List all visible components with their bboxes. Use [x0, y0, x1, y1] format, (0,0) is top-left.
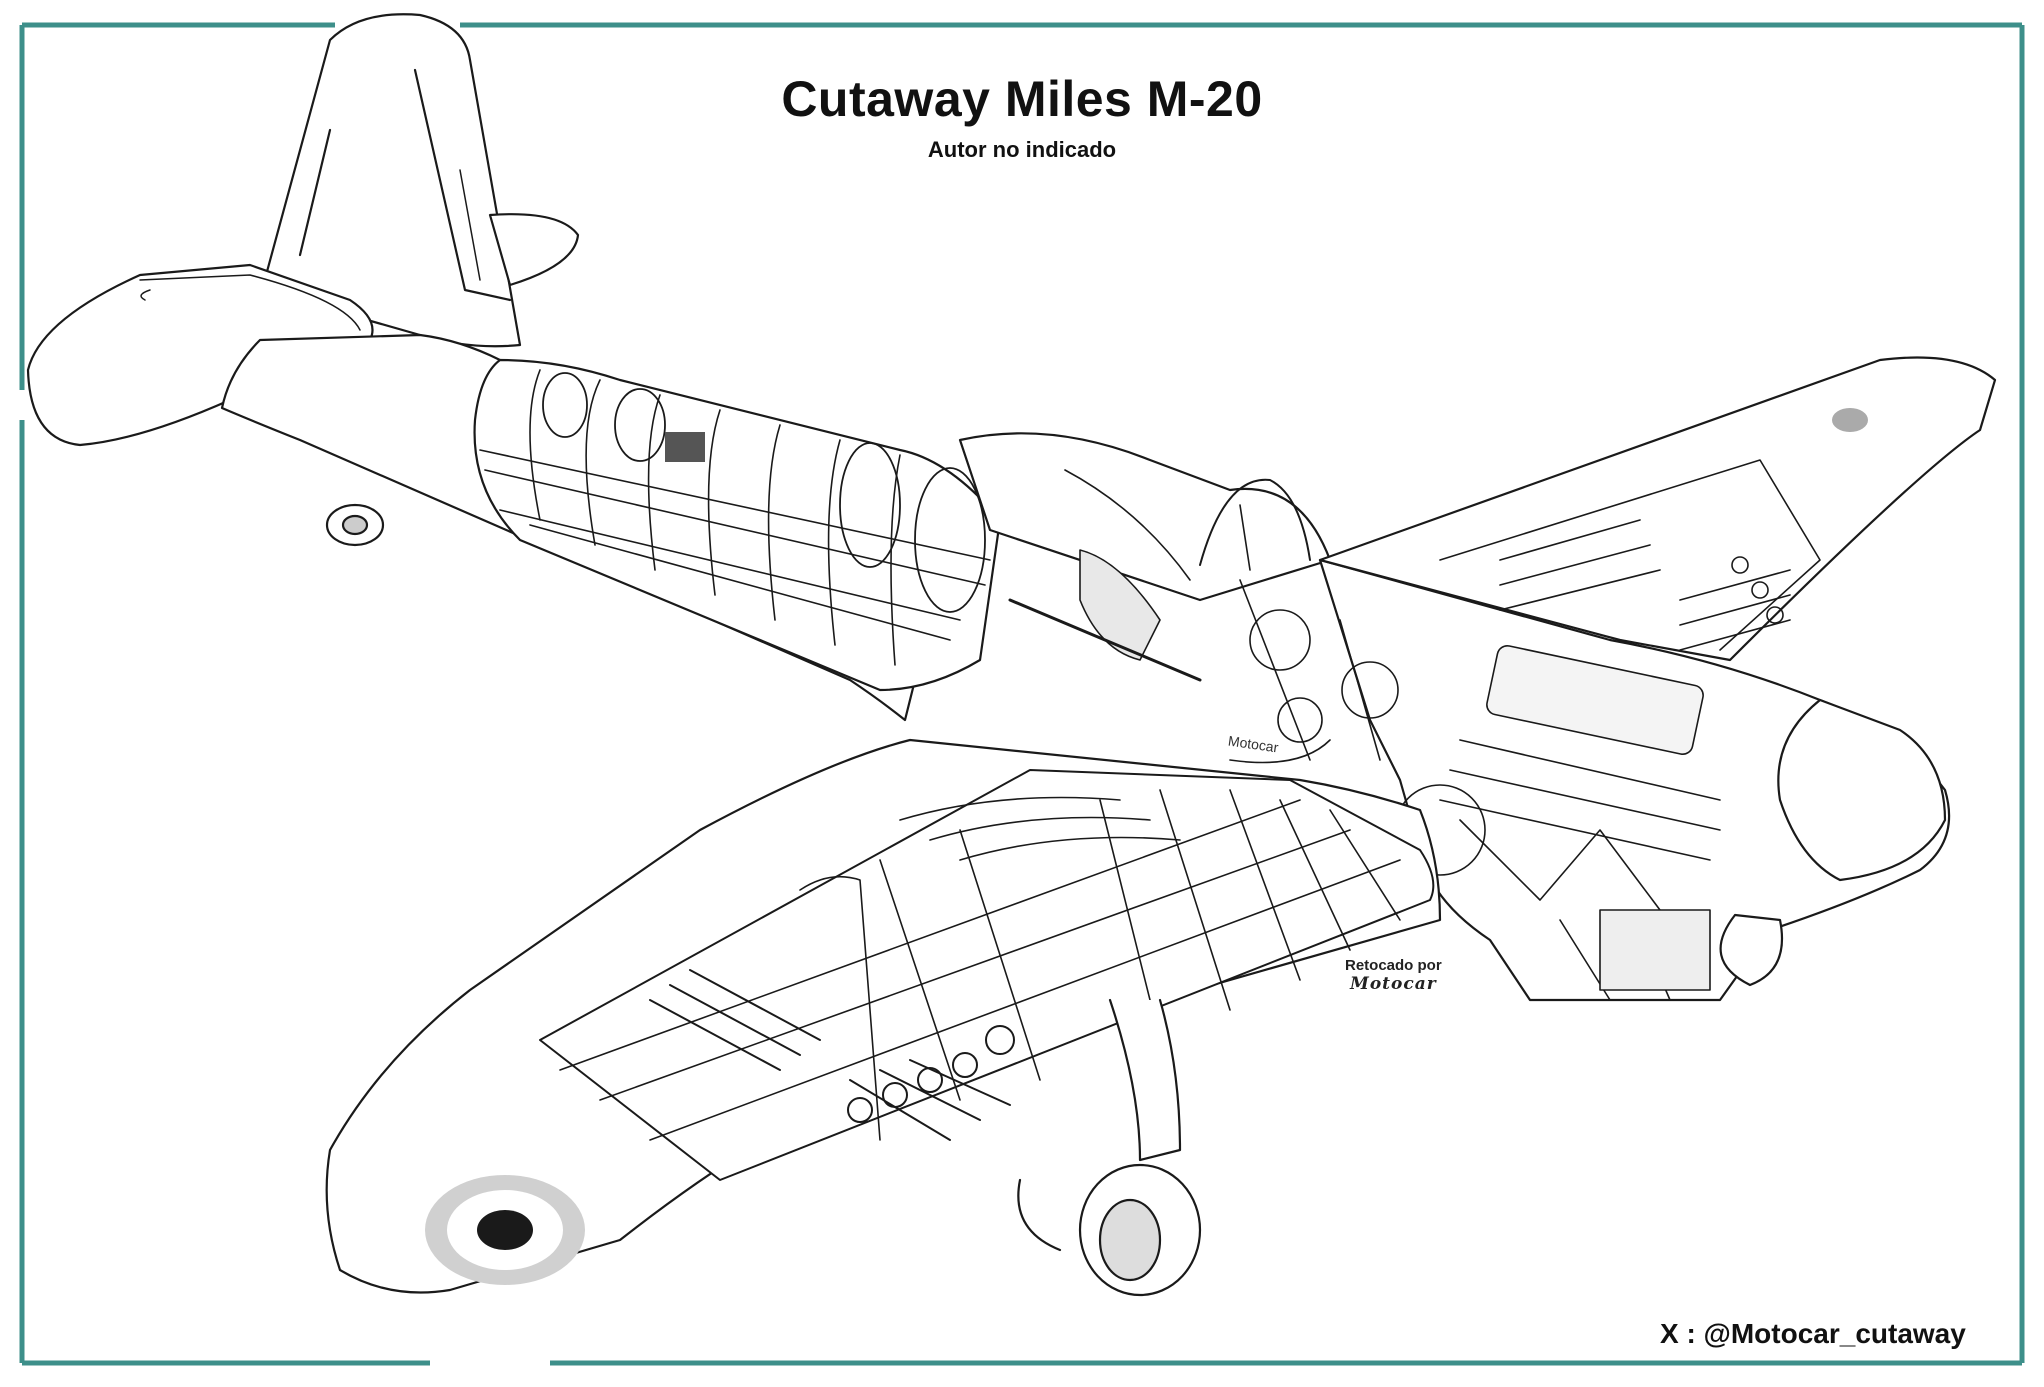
frame-border [19, 22, 2025, 1366]
aircraft-drawing [26, 13, 1997, 1297]
tail-wheel [325, 503, 385, 547]
retouch-credit: Retocado por Motocar [1345, 957, 1442, 993]
fuselage-cutaway [473, 358, 1002, 692]
landing-gear-leg [1108, 998, 1182, 1162]
propeller-blade-lower [1719, 913, 1784, 987]
port-roundel [425, 1175, 585, 1285]
page-title: Cutaway Miles M-20 [781, 71, 1263, 127]
cockpit-machinery [1229, 579, 1399, 764]
main-wheel [1017, 1163, 1202, 1297]
engine-block [1394, 644, 1721, 1001]
starboard-guns [1499, 519, 1791, 651]
port-guns [649, 969, 1015, 1141]
social-credit: X : @Motocar_cutaway [1660, 1318, 1966, 1349]
canopy [958, 432, 1332, 602]
wing-cutaway [539, 769, 1435, 1181]
starboard-wing [1318, 356, 1997, 662]
spinner [1777, 698, 1947, 882]
page-subtitle: Autor no indicado [927, 137, 1117, 162]
retouch-signature: Motocar [1350, 974, 1437, 994]
retouch-label: Retocado por [1345, 957, 1442, 974]
right-stabilizer [488, 213, 580, 287]
